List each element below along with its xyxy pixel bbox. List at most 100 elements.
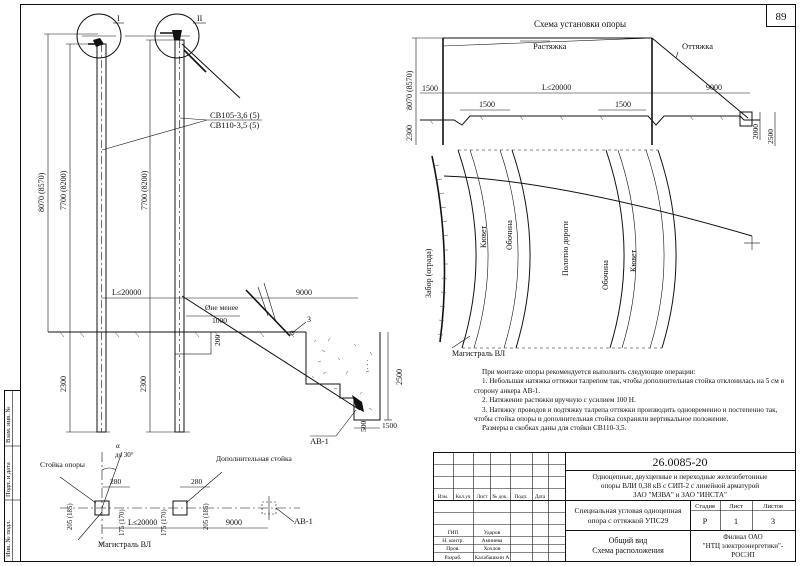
stamp-org-2: "НТЦ электроэнергетики"- (703, 542, 784, 550)
plan-dim-9000: 9000 (226, 518, 242, 527)
plan-ab1: АВ-1 (294, 516, 313, 526)
dim-2500: 2500 (395, 369, 404, 385)
stamp-view-2: Схема расположения (592, 546, 664, 555)
dim-9000: 9000 (296, 288, 312, 297)
installation-scheme: Схема установки опоры Растяжка Оттяжка 8… (405, 19, 776, 146)
plan-dim-280-b: 280 (191, 477, 203, 486)
col-izm: Изм. (438, 494, 448, 500)
role-gip: ГИП (447, 530, 458, 536)
stamp-stage: Р (703, 516, 708, 526)
dim-1500: 1500 (382, 421, 397, 430)
dim-7700-b: 7700 (8200) (140, 170, 149, 210)
col-podp: Подп. (515, 494, 528, 500)
road-plan: Забор (ограда) Кювет Обочина Полотно дор… (424, 149, 760, 358)
sheet-number-box (766, 4, 796, 27)
pole-label-1: СВ105-3,6 (5) (210, 110, 260, 120)
stamp-view-1: Общий вид (609, 536, 648, 545)
dim-span: L≤20000 (112, 288, 141, 297)
road-power-line (443, 175, 753, 237)
scheme-ottyazhka: Оттяжка (682, 41, 713, 51)
road-magistral: Магистраль ВЛ (452, 349, 506, 358)
col-kol: Кол.уч (456, 494, 471, 500)
stamp-org-1: Филиал ОАО (723, 533, 762, 541)
road-kuvet-left: Кювет (479, 225, 488, 248)
fitting-top-2 (172, 30, 182, 40)
note-intro: При монтаже опоры рекомендуется выполнит… (482, 368, 696, 376)
road-obochina-right: Обочина (601, 260, 610, 290)
stamp-sheet-head: Лист (729, 503, 743, 510)
stamp-org-3: РОСЭП (731, 551, 754, 559)
name-prov: Хохлов (483, 546, 500, 552)
stamp-item-1: Специальная угловая одноцепная (575, 506, 682, 515)
plan-angle: до 30° (115, 451, 134, 459)
fitting-top-1 (93, 38, 104, 47)
stamp-title-2: опоры ВЛИ 0,38 кВ с СИП-2 с линейной арм… (601, 482, 759, 490)
note-brackets: Размеры в скобках даны для стойки СВ110-… (482, 424, 627, 433)
stamp-title-3: ЗАО "МЗВА" и ЗАО "ИНСТА" (633, 491, 727, 499)
scheme-dim-2300: 2300 (405, 125, 414, 141)
guy-wire-top (181, 43, 241, 99)
plan-dim-175-a: 175 (170) (119, 509, 126, 536)
plan-pole-additional (172, 500, 188, 516)
stamp-title-1: Одноцепные, двухцепные и переходные желе… (593, 473, 768, 481)
scheme-dim-1500-b: 1500 (479, 100, 495, 109)
road-kuvet-right: Кювет (629, 249, 638, 272)
dim-2300-b: 2300 (139, 376, 148, 392)
plan-dop-stoyka: Дополнительная стойка (216, 454, 293, 463)
side-stamp: Инв. № подл. Подп. и дата Взам. инв. № (4, 390, 21, 562)
plan-dim-205-b: 205 (185) (203, 503, 210, 530)
scheme-span: L≤20000 (542, 83, 571, 92)
col-date: Дата (535, 494, 546, 500)
stamp-sheets: 3 (771, 516, 775, 526)
scheme-dim-2000: 2000 (751, 124, 760, 139)
dim-500: 500 (359, 421, 368, 433)
plan-pole-main (94, 500, 110, 516)
stamp-item-2: опора с оттяжкой УПС29 (588, 516, 669, 525)
sheet-frame (20, 4, 796, 562)
plan-alpha: α (116, 442, 120, 450)
side-label-inv-orig: Инв. № подл. (5, 520, 12, 557)
sheet-number: 89 (776, 11, 788, 23)
col-list: Лист (477, 494, 489, 500)
scheme-ground (420, 115, 760, 126)
dia-label: Øне менее (205, 303, 239, 312)
plan-dim-175-b: 175 (170) (161, 509, 168, 536)
detail-circle-i (76, 13, 122, 59)
circle-label-ii: II (197, 14, 203, 23)
dim-8070: 8070 (8570) (37, 172, 46, 212)
svg-text:· · ·: · · · (364, 360, 372, 371)
plan-stoyka: Стойка опоры (40, 460, 85, 469)
note-2: 2. Натяжение растяжки вручную с усилием … (482, 396, 636, 405)
note-3: 3. Натяжку проводов и подтяжку талрепа о… (474, 405, 778, 424)
scheme-title: Схема установки опоры (534, 19, 626, 29)
title-block: 26.0085-20 Одноцепные, двухцепные и пере… (433, 452, 796, 562)
stamp-stage-head: Стадия (695, 503, 715, 510)
col-doc: № док. (492, 494, 507, 500)
scheme-dim-2500: 2500 (766, 129, 775, 144)
fence-line (431, 155, 446, 343)
callout-3: 3 (307, 315, 311, 324)
side-label-sign-date: Подп. и дата (5, 462, 12, 497)
scheme-height: 8070 (8570) (405, 70, 414, 110)
guy-wire-lower (181, 295, 361, 411)
elevation-view: I II СВ105-3,6 (5) СВ110-3,5 (5) 8070 (8… (37, 13, 404, 446)
dim-7700-a: 7700 (8200) (59, 170, 68, 210)
dim-200: 200 (213, 335, 222, 347)
plan-span: L≤20000 (128, 518, 157, 527)
side-label-inv-dup: Взам. инв. № (5, 406, 12, 443)
name-gip: Ударов (484, 530, 501, 536)
dim-2300-a: 2300 (59, 376, 68, 392)
road-fence: Забор (ограда) (424, 248, 433, 298)
role-nkontr: Н. контр. (442, 538, 464, 544)
plan-magistral: Магистраль ВЛ (98, 540, 152, 549)
role-prov: Пров. (446, 546, 460, 552)
ab1-label: АВ-1 (310, 436, 329, 446)
circle-label-i: I (117, 14, 120, 23)
scheme-dim-1500-c: 1500 (615, 100, 631, 109)
plan-dim-280-a: 280 (110, 477, 122, 486)
scheme-rastyazhka: Растяжка (533, 41, 567, 51)
road-polotno: Полотно дороги (561, 220, 570, 276)
stamp-sheet: 1 (734, 516, 738, 526)
name-razrab: Калабашкин А (475, 554, 510, 561)
